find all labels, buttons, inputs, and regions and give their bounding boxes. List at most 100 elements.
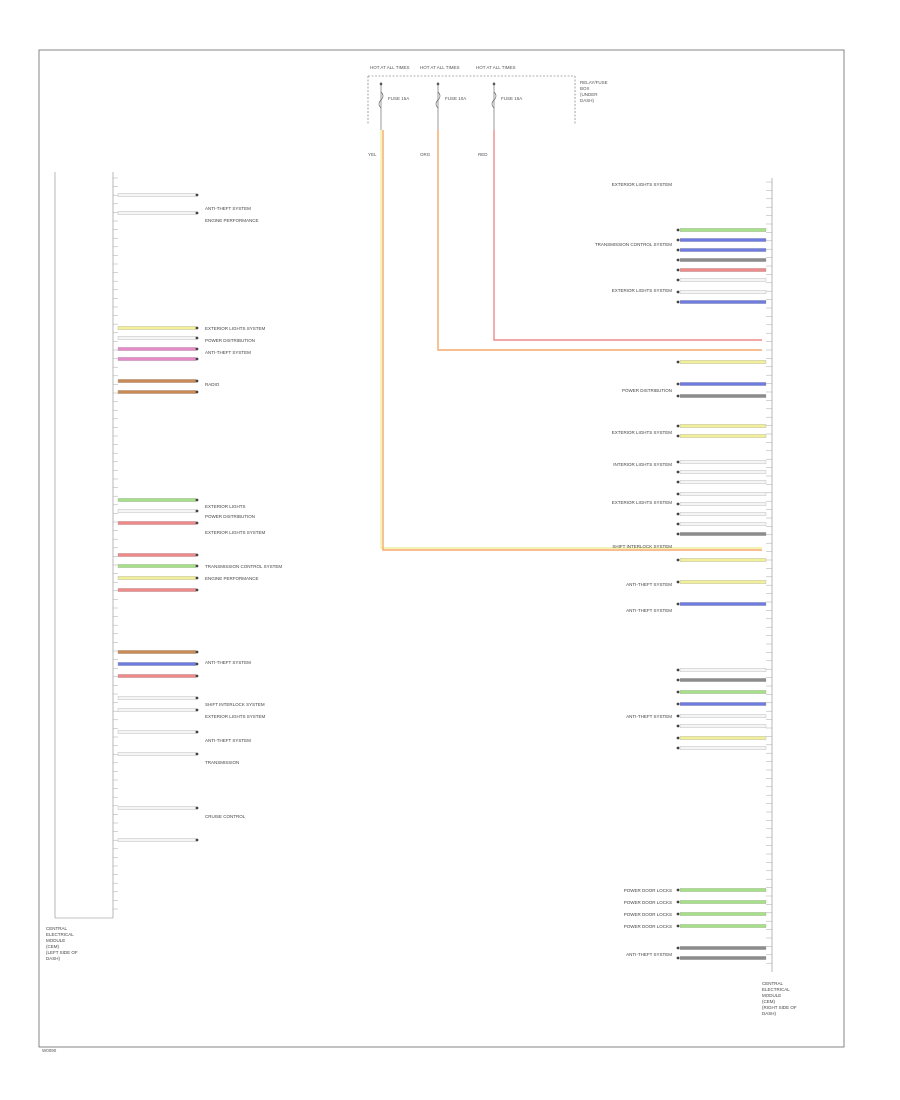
connector-dot: [195, 838, 199, 842]
wire-stub: [679, 248, 767, 252]
wire-stub: [679, 228, 767, 232]
connector-dot: [676, 946, 680, 950]
system-label: ENGINE PERFORMANCE: [205, 576, 259, 581]
connector-dot: [195, 553, 199, 557]
system-label: POWER DOOR LOCKS: [624, 924, 672, 929]
wire-stub: [117, 662, 197, 666]
wire-stub: [117, 696, 197, 700]
wire-stub: [679, 290, 767, 294]
wire-stub: [679, 512, 767, 516]
wire-stub: [117, 211, 197, 215]
connector-dot: [676, 956, 680, 960]
wire-stub: [679, 736, 767, 740]
wire-stub: [679, 946, 767, 950]
system-label: EXTERIOR LIGHTS SYSTEM: [205, 714, 266, 719]
connector-dot: [195, 326, 199, 330]
relay-fuse-box-label: RELAY/FUSE BOX (UNDER DASH): [580, 80, 609, 103]
connector-dot: [195, 509, 199, 513]
connector-dot: [195, 564, 199, 568]
wire-stub: [117, 708, 197, 712]
wire-stub: [679, 258, 767, 262]
connector-dot: [195, 336, 199, 340]
wire-stub: [679, 746, 767, 750]
left-wire-group: [117, 193, 199, 842]
connector-dot: [676, 228, 680, 232]
wire-stub: [679, 724, 767, 728]
system-label: ANTI-THEFT SYSTEM: [626, 952, 672, 957]
wire-stub: [117, 357, 197, 361]
wire-stub: [117, 326, 197, 330]
system-label: EXTERIOR LIGHTS SYSTEM: [612, 430, 673, 435]
right-connector-pins: [766, 181, 772, 964]
wire-stub: [117, 498, 197, 502]
wire-stub: [117, 730, 197, 734]
system-label: ENGINE PERFORMANCE: [205, 218, 259, 223]
system-label: ANTI-THEFT SYSTEM: [205, 206, 251, 211]
connector-dot: [195, 211, 199, 215]
connector-dot: [195, 752, 199, 756]
system-label: ANTI-THEFT SYSTEM: [626, 714, 672, 719]
connector-dot: [195, 576, 199, 580]
system-label: ANTI-THEFT SYSTEM: [626, 608, 672, 613]
left-system-labels: ANTI-THEFT SYSTEM ENGINE PERFORMANCE EXTER…: [205, 206, 282, 819]
wire-stub: [679, 702, 767, 706]
yellow-feed-wire: [380, 130, 762, 549]
connector-dot: [676, 668, 680, 672]
connector-dot: [676, 394, 680, 398]
connector-dot: [676, 480, 680, 484]
diagram-frame: [38, 49, 845, 1048]
right-connector-caption: CENTRAL ELECTRICAL MODULE (CEM) (RIGHT S…: [762, 981, 798, 1016]
wire-stub: [117, 521, 197, 525]
wire-stub: [679, 424, 767, 428]
wire-stub: [117, 509, 197, 513]
fuse-header-2: HOT AT ALL TIMES: [420, 65, 460, 70]
system-label: TRANSMISSION CONTROL SYSTEM: [595, 242, 672, 247]
wire-stub: [679, 300, 767, 304]
orange-feed-wire: [437, 130, 762, 351]
fuse-3: [491, 82, 497, 130]
wire-stub: [117, 347, 197, 351]
system-label: EXTERIOR LIGHTS SYSTEM: [612, 500, 673, 505]
system-label: POWER DOOR LOCKS: [624, 888, 672, 893]
connector-dot: [195, 696, 199, 700]
system-label: ANTI-THEFT SYSTEM: [626, 582, 672, 587]
connector-dot: [676, 238, 680, 242]
wire-stub: [117, 806, 197, 810]
wire-stub: [117, 379, 197, 383]
connector-dot: [676, 602, 680, 606]
connector-dot: [676, 900, 680, 904]
wire-stub: [679, 900, 767, 904]
connector-dot: [676, 702, 680, 706]
wire-stub: [117, 576, 197, 580]
connector-dot: [676, 924, 680, 928]
system-label: EXTERIOR LIGHTS SYSTEM: [205, 326, 266, 331]
wire-stub: [679, 602, 767, 606]
system-label: INTERIOR LIGHTS SYSTEM: [613, 462, 672, 467]
system-label: ANTI-THEFT SYSTEM: [205, 660, 251, 665]
connector-dot: [676, 522, 680, 526]
connector-dot: [195, 674, 199, 678]
wire-stub: [679, 580, 767, 584]
wire-stub: [679, 382, 767, 386]
wire-stub: [679, 558, 767, 562]
fuse-header-3: HOT AT ALL TIMES: [476, 65, 516, 70]
connector-dot: [676, 714, 680, 718]
wire-label-orange: ORG: [420, 152, 431, 157]
wire-stub: [117, 588, 197, 592]
wire-stub: [117, 193, 197, 197]
connector-dot: [195, 357, 199, 361]
wire-stub: [679, 924, 767, 928]
wire-stub: [679, 522, 767, 526]
right-connector: CENTRAL ELECTRICAL MODULE (CEM) (RIGHT S…: [762, 178, 798, 1016]
wire-stub: [679, 956, 767, 960]
connector-dot: [676, 532, 680, 536]
connector-dot: [195, 662, 199, 666]
red-feed-wire: [493, 130, 762, 341]
connector-dot: [676, 912, 680, 916]
relay-fuse-box: HOT AT ALL TIMES HOT AT ALL TIMES HOT AT…: [367, 65, 609, 157]
wire-stub: [679, 238, 767, 242]
connector-dot: [676, 736, 680, 740]
left-connector-pins: [113, 177, 118, 910]
wire-stub: [117, 674, 197, 678]
connector-dot: [195, 588, 199, 592]
